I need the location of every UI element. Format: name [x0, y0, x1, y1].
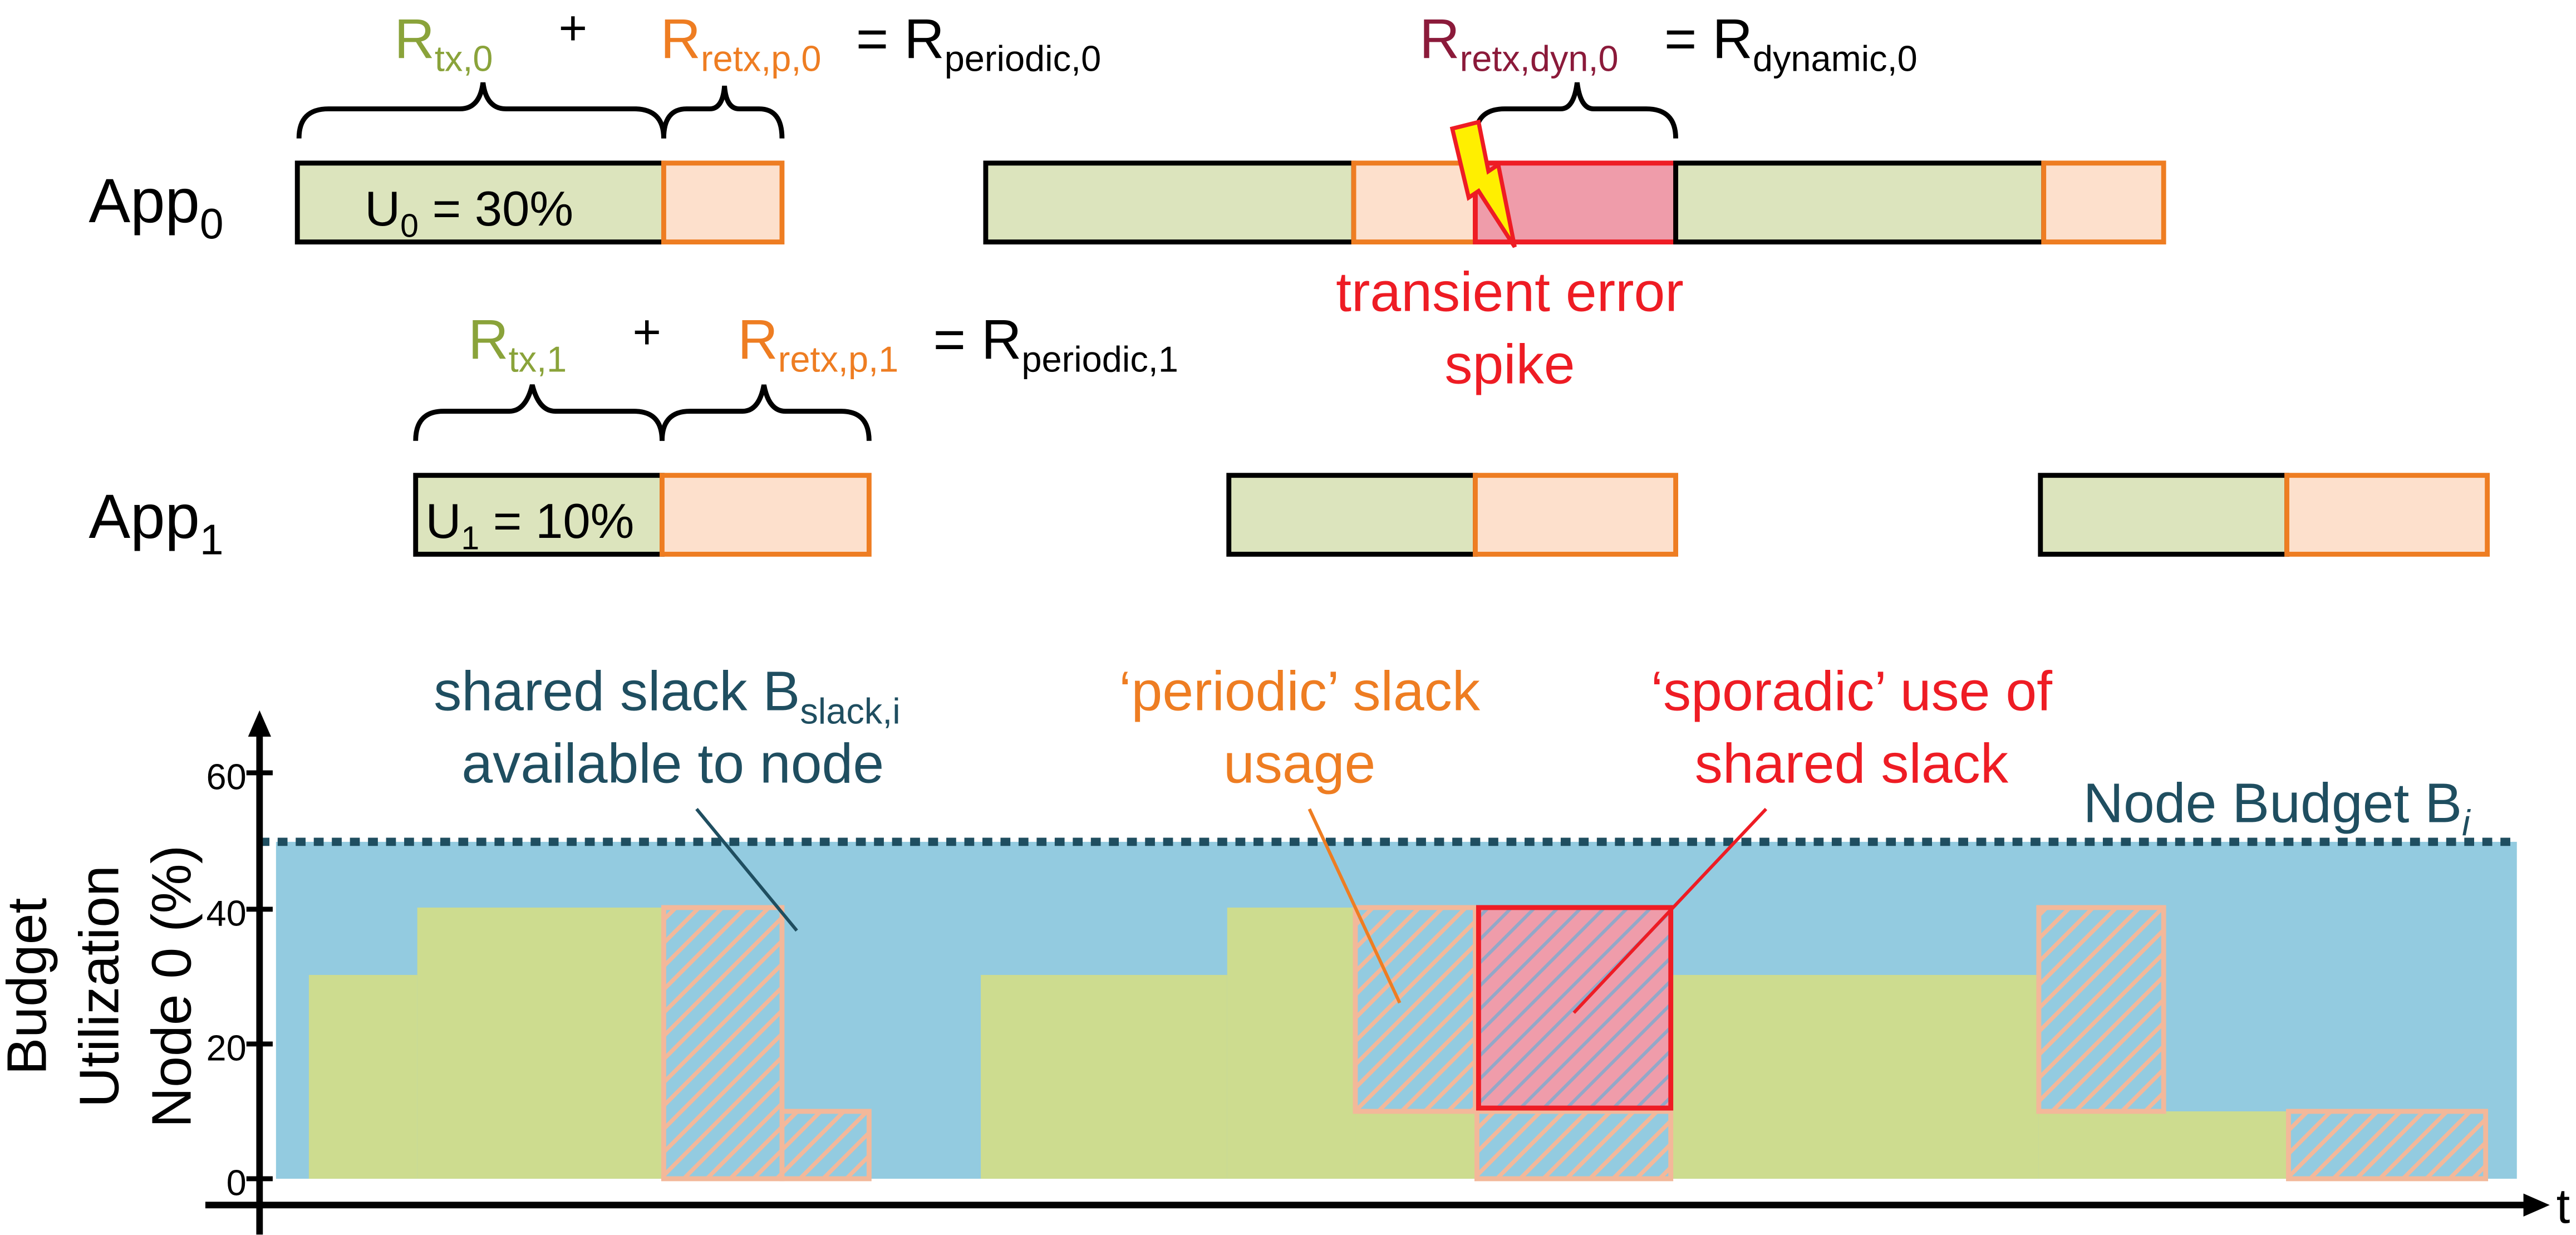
app0-dyn-term: Rretx,dyn,0 — [1419, 8, 1619, 79]
app0-retx-block-3 — [2041, 160, 2166, 245]
util-step-5 — [1355, 1111, 1476, 1179]
app0-dyn-result: = Rdynamic,0 — [1664, 8, 1918, 79]
util-step-1 — [308, 974, 417, 1179]
app1-tx-block-3 — [2038, 473, 2289, 557]
x-axis-arrow — [2523, 1193, 2550, 1217]
util-step-4 — [1227, 907, 1356, 1179]
app0-rretx-term: Rretx,p,0 — [661, 8, 822, 79]
app0-tx-brace — [296, 82, 666, 139]
app0-plus: + — [559, 0, 588, 55]
node-budget-label: Node Budget Bi — [2083, 772, 2471, 843]
hatch-block-1 — [661, 905, 785, 1182]
periodic-label-line2: usage — [1223, 733, 1375, 795]
app0-rtx-term: Rtx,0 — [394, 8, 493, 79]
sporadic-pointer — [1572, 807, 1768, 1014]
app0-tx-block-2 — [983, 160, 1356, 245]
app1-periodic-result: = Rperiodic,1 — [933, 308, 1178, 380]
ylabel-line1: Budget — [0, 898, 58, 1075]
util-step-3 — [981, 974, 1227, 1179]
app0-tx-block-1 — [294, 160, 666, 245]
util-step-7 — [2038, 1111, 2289, 1179]
app1-tx-brace — [413, 384, 665, 441]
app1-retx-block-3 — [2284, 473, 2490, 557]
hatch-block-5 — [2036, 905, 2166, 1114]
app1-plus: + — [632, 304, 661, 359]
y-ticks — [246, 770, 273, 1182]
lightning-icon — [1449, 119, 1517, 248]
util-step-6 — [1670, 974, 2039, 1179]
app1-rretx-term: Rretx,p,1 — [738, 308, 898, 380]
app1-retx-brace — [660, 384, 872, 441]
app0-tx-block-3 — [1673, 160, 2047, 245]
app1-util-label: U1 = 10% — [425, 493, 634, 557]
ylabel-line3: Node 0 (%) — [140, 845, 203, 1128]
error-label-line1: transient error — [1336, 261, 1684, 324]
tick-label-0: 0 — [227, 1162, 247, 1203]
app1-tx-block-1 — [413, 473, 665, 557]
sporadic-label-line2: shared slack — [1695, 733, 2009, 795]
app1-retx-block-1 — [660, 473, 872, 557]
hatch-block-3 — [1353, 905, 1478, 1114]
app1-tx-block-2 — [1226, 473, 1478, 557]
shared-slack-pointer — [695, 807, 798, 932]
util-step-2 — [417, 907, 664, 1179]
app0-retx-block-2 — [1351, 160, 1478, 245]
green-utilization — [308, 907, 2289, 1179]
x-axis-label: t — [2557, 1179, 2570, 1234]
hatch-block-2 — [779, 1109, 872, 1182]
y-axis-label: Budget Utilization Node 0 (%) — [0, 845, 203, 1128]
sporadic-slack-block — [1476, 905, 1674, 1111]
ylabel-line2: Utilization — [68, 865, 131, 1107]
app0-dyn-brace — [1473, 82, 1678, 139]
shared-slack-label-line1: shared slack Bslack,i — [434, 660, 901, 732]
app0-retx-block-1 — [661, 160, 785, 245]
shared-slack-label-line2: available to node — [461, 733, 884, 795]
app0-retx-brace — [661, 85, 785, 139]
error-label-line2: spike — [1444, 333, 1575, 395]
y-axis-arrow — [248, 710, 272, 737]
app0-label: App0 — [89, 165, 223, 248]
hatch-block-6 — [2286, 1109, 2489, 1182]
app1-rtx-term: Rtx,1 — [468, 308, 567, 380]
app1-label: App1 — [89, 481, 223, 564]
periodic-pointer — [1307, 808, 1402, 1004]
app1-retx-block-2 — [1473, 473, 1678, 557]
periodic-slack-blocks — [661, 905, 2489, 1182]
tick-label-40: 40 — [207, 893, 247, 933]
tick-label-20: 20 — [207, 1027, 247, 1068]
tick-label-60: 60 — [207, 756, 247, 797]
periodic-label-line1: ‘periodic’ slack — [1119, 660, 1481, 723]
app0-util-label: U0 = 30% — [365, 181, 573, 244]
sporadic-label-line1: ‘sporadic’ use of — [1651, 660, 2053, 723]
app0-periodic-result: = Rperiodic,0 — [856, 8, 1101, 79]
hatch-block-4 — [1474, 1109, 1674, 1182]
